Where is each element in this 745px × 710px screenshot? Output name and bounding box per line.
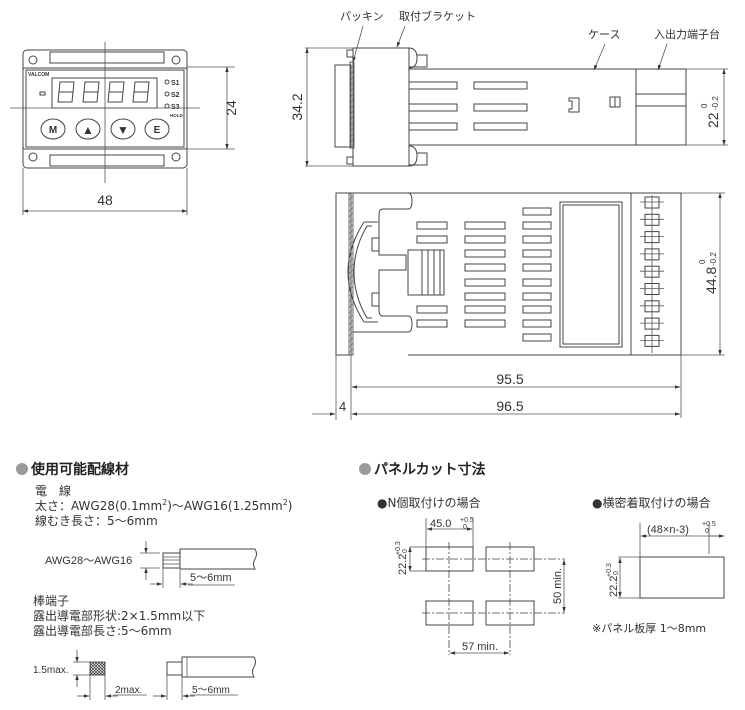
dim-width-48: 48 xyxy=(97,192,113,208)
ferrule-w-dim: 2max. xyxy=(115,685,142,696)
label-case: ケース xyxy=(588,28,620,41)
up-button[interactable]: ▲ xyxy=(75,118,101,140)
svg-text:M: M xyxy=(49,125,57,136)
n-width-tol-lower: 0 xyxy=(463,524,467,531)
top-view: 44.8 0 -0.2 95.5 96.5 4 xyxy=(312,192,725,420)
cutout xyxy=(639,556,725,599)
side-height-tol-upper: +0.3 xyxy=(606,563,613,577)
minus-indicator xyxy=(39,91,46,96)
indicator-s3: S3 xyxy=(171,104,180,111)
brand-logo: VALCOM xyxy=(28,72,49,78)
wire-size: 太さ：AWG28(0.1mm2)～AWG16(1.25mm2) xyxy=(35,498,292,513)
side-width-dim: (48×n-3) xyxy=(647,524,689,536)
side-height-dim: 22.2 xyxy=(608,576,620,597)
ferrule-len-dim: 5～6mm xyxy=(192,685,230,696)
dim-height-34-2: 34.2 xyxy=(289,93,305,120)
up-arrow-icon: ▲ xyxy=(82,123,94,137)
dim-height-tol-upper: 0 xyxy=(698,259,707,264)
svg-text:E: E xyxy=(154,125,161,136)
screw-hole-icon xyxy=(28,152,38,162)
led-indicator-icon xyxy=(164,79,170,85)
v-pitch-dim: 50 min. xyxy=(552,568,564,604)
seven-segment-display xyxy=(57,81,150,103)
section-bullet-icon xyxy=(359,463,371,475)
n-height-tol-upper: +0.3 xyxy=(395,541,402,555)
e-button[interactable]: E xyxy=(144,118,170,140)
label-terminal: 入出力端子台 xyxy=(654,27,720,41)
led-indicator-icon xyxy=(164,91,170,97)
dim-depth-96-5: 96.5 xyxy=(496,398,523,414)
wire-heading: 電 線 xyxy=(35,483,71,498)
n-mount-heading: ●N個取付けの場合 xyxy=(377,495,480,510)
down-arrow-icon: ▼ xyxy=(117,123,129,137)
wiring-title: 使用可能配線材 xyxy=(30,461,129,478)
ferrule-heading: 棒端子 xyxy=(33,594,69,608)
screw-hole-icon xyxy=(171,152,181,162)
wire-strip-dim: 5～6mm xyxy=(190,572,232,584)
panel-thickness-note: ※パネル板厚 1～8mm xyxy=(592,621,706,635)
vent-slots xyxy=(416,207,552,342)
section-bullet-icon xyxy=(16,463,28,475)
wiring-section: 使用可能配線材 電 線 太さ：AWG28(0.1mm2)～AWG16(1.25m… xyxy=(16,461,292,700)
strip-length: 線むき長さ：5～6mm xyxy=(35,513,158,528)
label-bracket: 取付ブラケット xyxy=(399,9,476,23)
n-height-dim: 22.2 xyxy=(397,554,409,575)
ferrule-shape: 露出導電部形状:2×1.5mm以下 xyxy=(33,608,205,623)
side-width-tol-upper: +0.5 xyxy=(702,521,716,528)
ferrule-length: 露出導電部長さ:5～6mm xyxy=(33,623,172,638)
hold-label: HOLD xyxy=(170,113,183,118)
dim-case-tol-upper: 0 xyxy=(700,103,709,108)
dim-height-tol-lower: -0.2 xyxy=(709,252,718,266)
screw-hole-icon xyxy=(171,55,181,65)
side-height-tol-lower: 0 xyxy=(613,571,620,575)
panel-cut-section: パネルカット寸法 ●N個取付けの場合 45.0 +0.5 0 22.2 +0.3… xyxy=(359,461,725,655)
indicator-s2: S2 xyxy=(171,92,180,99)
dim-front-4: 4 xyxy=(339,399,346,414)
front-view: VALCOM S1 S2 S3 HOLD M ▲ ▼ E xyxy=(10,42,239,215)
n-width-tol-upper: +0.5 xyxy=(460,517,474,524)
panel-cut-title: パネルカット寸法 xyxy=(374,461,486,478)
dim-height-44-8: 44.8 xyxy=(703,267,719,294)
side-mount-heading: ●横密着取付けの場合 xyxy=(592,495,710,510)
n-height-tol-lower: 0 xyxy=(402,549,409,553)
down-button[interactable]: ▼ xyxy=(110,118,136,140)
indicator-s1: S1 xyxy=(171,80,180,87)
screw-hole-icon xyxy=(28,55,38,65)
dim-depth-95-5: 95.5 xyxy=(496,371,523,387)
side-view: パッキン 取付ブラケット ケース 入出力端子台 xyxy=(289,9,728,167)
ferrule-h-dim: 1.5max. xyxy=(33,665,69,676)
dim-height-24: 24 xyxy=(223,100,239,116)
n-width-dim: 45.0 xyxy=(430,518,451,530)
dim-case-22: 22 xyxy=(705,112,721,128)
label-gasket: パッキン xyxy=(340,10,384,23)
m-button[interactable]: M xyxy=(40,118,66,140)
dim-case-tol-lower: -0.2 xyxy=(711,96,720,110)
wire-range-label: AWG28～AWG16 xyxy=(45,555,132,567)
terminal-screws xyxy=(640,195,664,353)
h-pitch-dim: 57 min. xyxy=(462,641,498,653)
side-width-tol-lower: 0 xyxy=(705,528,709,535)
